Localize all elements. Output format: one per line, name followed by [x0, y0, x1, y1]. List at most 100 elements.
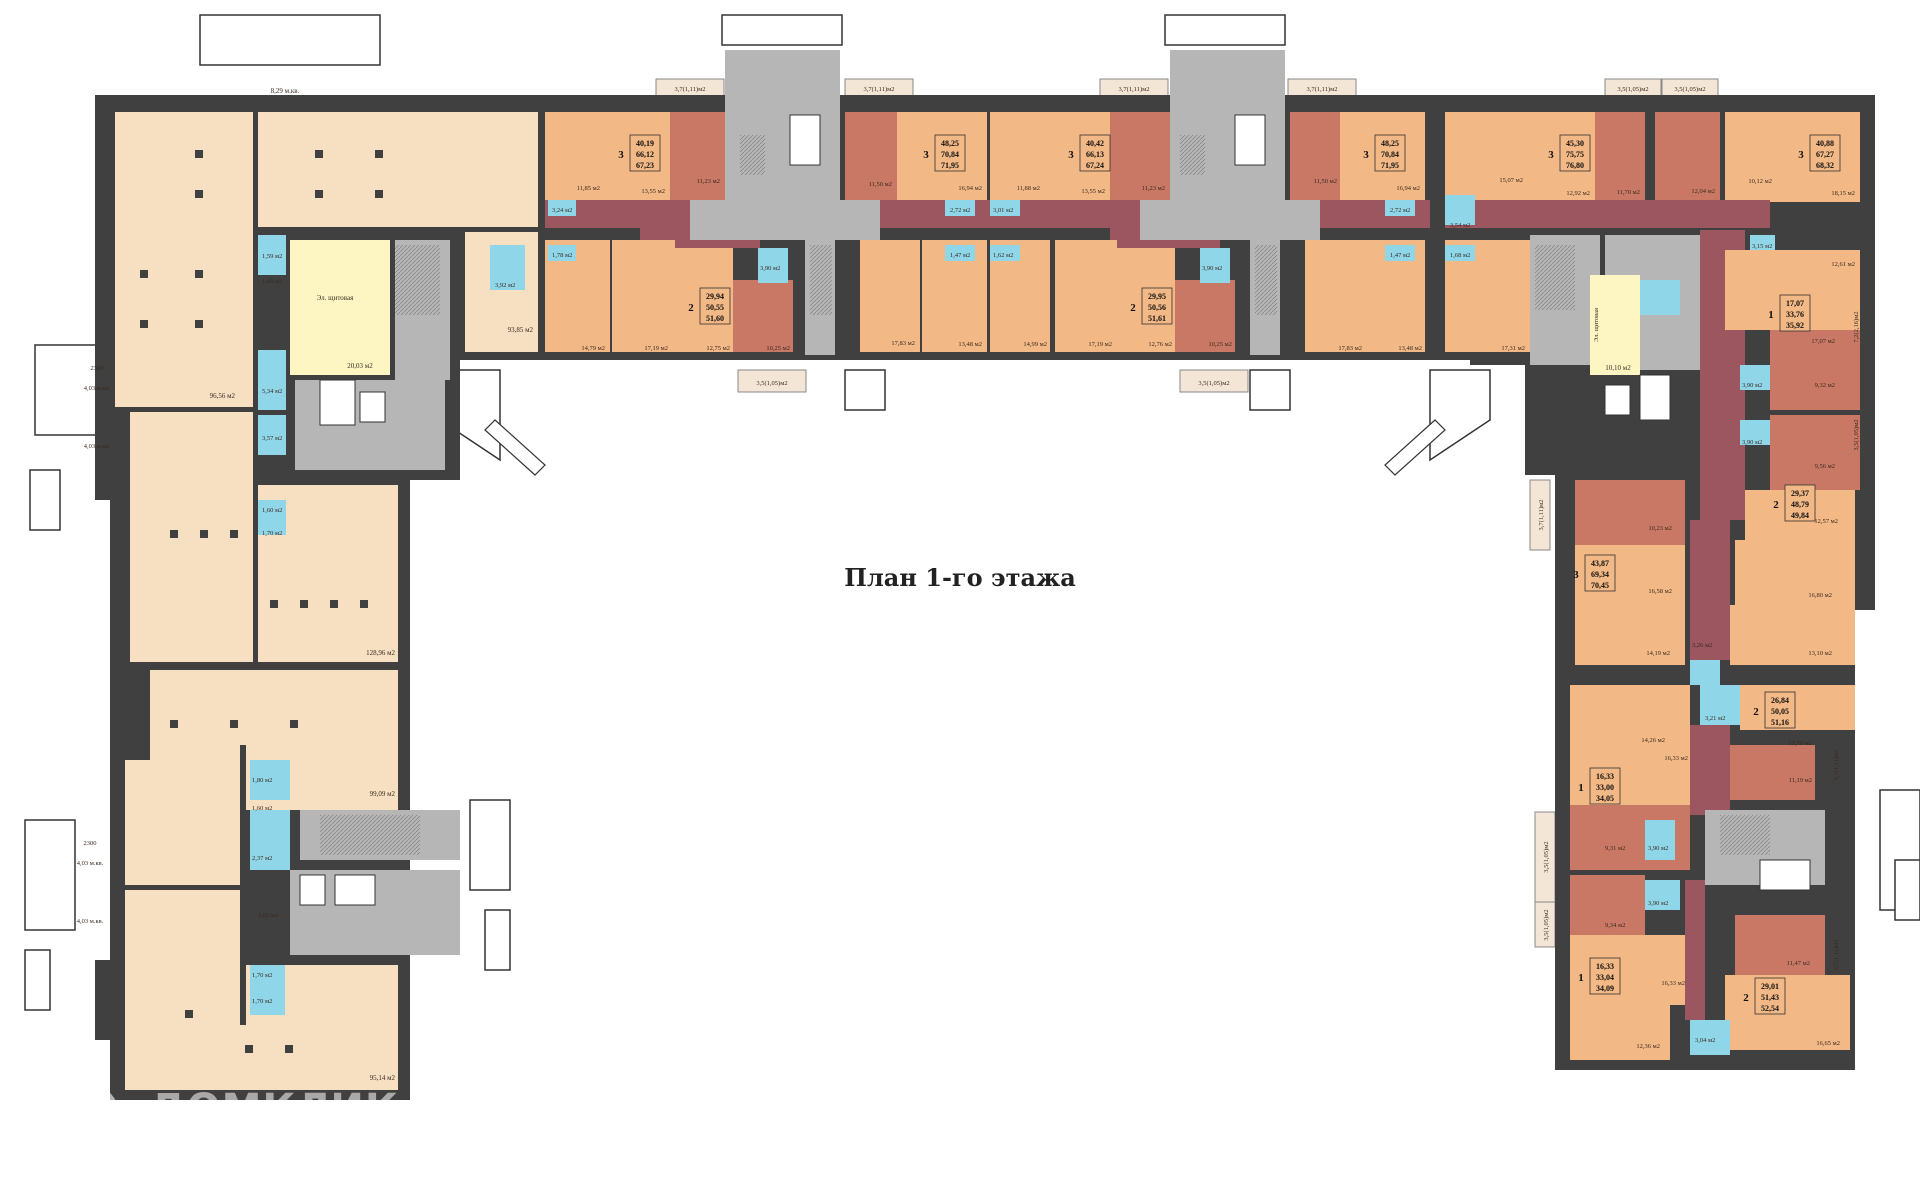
apartment-full-area: 67,23	[636, 161, 654, 170]
room-area: 3,15 м2	[1752, 243, 1772, 250]
apartment-full-area: 51,60	[706, 314, 724, 323]
room-area: 11,50 м2	[1314, 178, 1337, 185]
apartment-full-area: 51,16	[1771, 718, 1789, 727]
balcony-area: 3,7(1,11)м2	[1538, 500, 1545, 531]
service-label: 2300	[84, 840, 97, 847]
bath-label: 3,92 м2	[495, 282, 515, 289]
bath-label: 2,37 м2	[252, 855, 272, 862]
balcony-area: 3,7(1,11)м2	[1833, 750, 1840, 781]
apartment-rooms: 3	[1363, 149, 1369, 161]
apartment-card: 3 40,19 66,12 67,23	[618, 139, 654, 170]
room-area: 11,23 м2	[697, 178, 720, 185]
top-wing-apartments	[545, 50, 1860, 355]
room-area: 3,26 м2	[1692, 642, 1712, 649]
service-label: 4,03 м.кв.	[84, 443, 111, 450]
apartment-living-area: 40,88	[1816, 139, 1834, 148]
apartment-total-area: 50,05	[1771, 707, 1789, 716]
commercial-labels: 96,56 м2 93,85 м2 128,96 м2 99,09 м2 95,…	[210, 326, 534, 1082]
apartment-card: 2 26,84 50,05 51,16	[1753, 696, 1789, 727]
bath-label: 5,34 м2	[262, 388, 282, 395]
room-area: 2,72 м2	[950, 207, 970, 214]
room-area: 9,32 м2	[1815, 382, 1835, 389]
room-area: 16,58 м2	[1648, 588, 1672, 595]
apartment-living-area: 29,01	[1761, 982, 1779, 991]
service-label: Эл. щитовая	[1593, 308, 1600, 342]
apartment-living-area: 48,25	[941, 139, 959, 148]
apartment-total-area: 75,75	[1566, 150, 1584, 159]
commercial-area: 95,14 м2	[370, 1074, 396, 1082]
bath-label: 1,80 м2	[252, 777, 272, 784]
apartment-living-area: 16,33	[1596, 962, 1614, 971]
apartment-card: 3 40,42 66,13 67,24	[1068, 139, 1104, 170]
bath-label: 1,70 м2	[262, 530, 282, 537]
apartment-living-area: 17,07	[1786, 299, 1804, 308]
apartment-living-area: 43,87	[1591, 559, 1609, 568]
apartment-living-area: 45,30	[1566, 139, 1584, 148]
apartment-full-area: 51,61	[1148, 314, 1166, 323]
bath-label: 1,70 м2	[252, 998, 272, 1005]
watermark: ДОМКЛИК	[65, 1072, 399, 1143]
bath-label: 1,59 м2	[262, 253, 282, 260]
apartment-total-area: 66,12	[636, 150, 654, 159]
room-area: 11,23 м2	[1142, 185, 1165, 192]
apartment-total-area: 33,00	[1596, 783, 1614, 792]
room-area: 3,01 м2	[993, 207, 1013, 214]
apartment-full-area: 34,05	[1596, 794, 1614, 803]
apartment-living-area: 29,95	[1148, 292, 1166, 301]
apartment-card: 1 16,33 33,04 34,09	[1578, 962, 1614, 993]
apartment-rooms: 2	[1130, 302, 1136, 314]
balcony-area: 3,5(1,05)м2	[1198, 380, 1229, 387]
service-labels: Эл. щитовая 20,03 м2 Эл. щитовая 10,10 м…	[77, 87, 1632, 925]
watermark-text: ДОМКЛИК	[150, 1086, 399, 1132]
apartment-full-area: 67,24	[1086, 161, 1104, 170]
service-label: 10,10 м2	[1605, 364, 1631, 372]
balcony-area: 7,2(2,16)м2	[1853, 311, 1860, 342]
service-label: 4,03 м.кв.	[77, 918, 104, 925]
room-area: 12,92 м2	[1566, 190, 1590, 197]
apartment-full-area: 76,80	[1566, 161, 1584, 170]
service-label: 4,03 м.кв.	[77, 860, 104, 867]
apartment-total-area: 69,34	[1591, 570, 1609, 579]
apartment-living-area: 48,25	[1381, 139, 1399, 148]
room-area: 3,90 м2	[760, 265, 780, 272]
apartment-total-area: 48,79	[1791, 500, 1809, 509]
balcony-labels: 3,7(1,11)м2 3,7(1,11)м2 3,7(1,11)м2 3,7(…	[675, 86, 1860, 970]
apartment-rooms: 3	[1798, 149, 1804, 161]
bath-label: 1,00 м2	[262, 278, 282, 285]
room-area: 13,55 м2	[1081, 188, 1105, 195]
room-area: 9,31 м2	[1605, 845, 1625, 852]
right-wing-apartments	[1530, 230, 1860, 1060]
commercial-area: 128,96 м2	[366, 649, 395, 657]
balcony-area: 3,5(1,05)м2	[1543, 841, 1550, 872]
room-area: 3,90 м2	[1742, 439, 1762, 446]
apartment-rooms: 3	[618, 149, 624, 161]
balcony-area: 3,5(1,05)м2	[1674, 86, 1705, 93]
apartment-rooms: 3	[1548, 149, 1554, 161]
apartment-total-area: 50,55	[706, 303, 724, 312]
room-area: 18,15 м2	[1831, 190, 1855, 197]
room-area: 17,19 м2	[1088, 341, 1112, 348]
service-label: 8,29 м.кв.	[271, 87, 300, 95]
balcony-area: 3,5(1,05)м2	[1853, 419, 1860, 450]
room-area: 16,33 м2	[1661, 980, 1685, 987]
room-area: 14,99 м2	[1023, 341, 1047, 348]
room-area: 3,90 м2	[1648, 900, 1668, 907]
room-area: 14,19 м2	[1646, 650, 1670, 657]
room-area: 11,85 м2	[577, 185, 600, 192]
service-core-left	[250, 235, 525, 1015]
apartment-total-area: 51,43	[1761, 993, 1779, 1002]
house-logo-icon	[65, 1072, 115, 1143]
room-area: 10,23 м2	[1648, 525, 1672, 532]
apartment-rooms: 3	[1573, 569, 1579, 581]
apartment-full-area: 70,45	[1591, 581, 1609, 590]
room-area: 12,04 м2	[1691, 188, 1715, 195]
room-area: 3,21 м2	[1705, 715, 1725, 722]
balcony-area: 3,7(1,11)м2	[675, 86, 706, 93]
room-area: 17,19 м2	[644, 345, 668, 352]
balcony-area: 3,5(1,05)м2	[756, 380, 787, 387]
apartment-rooms: 2	[1743, 992, 1749, 1004]
room-area: 13,10 м2	[1808, 650, 1832, 657]
room-area: 1,78 м2	[552, 252, 572, 259]
apartment-card: 2 29,01 51,43 52,54	[1743, 982, 1779, 1013]
